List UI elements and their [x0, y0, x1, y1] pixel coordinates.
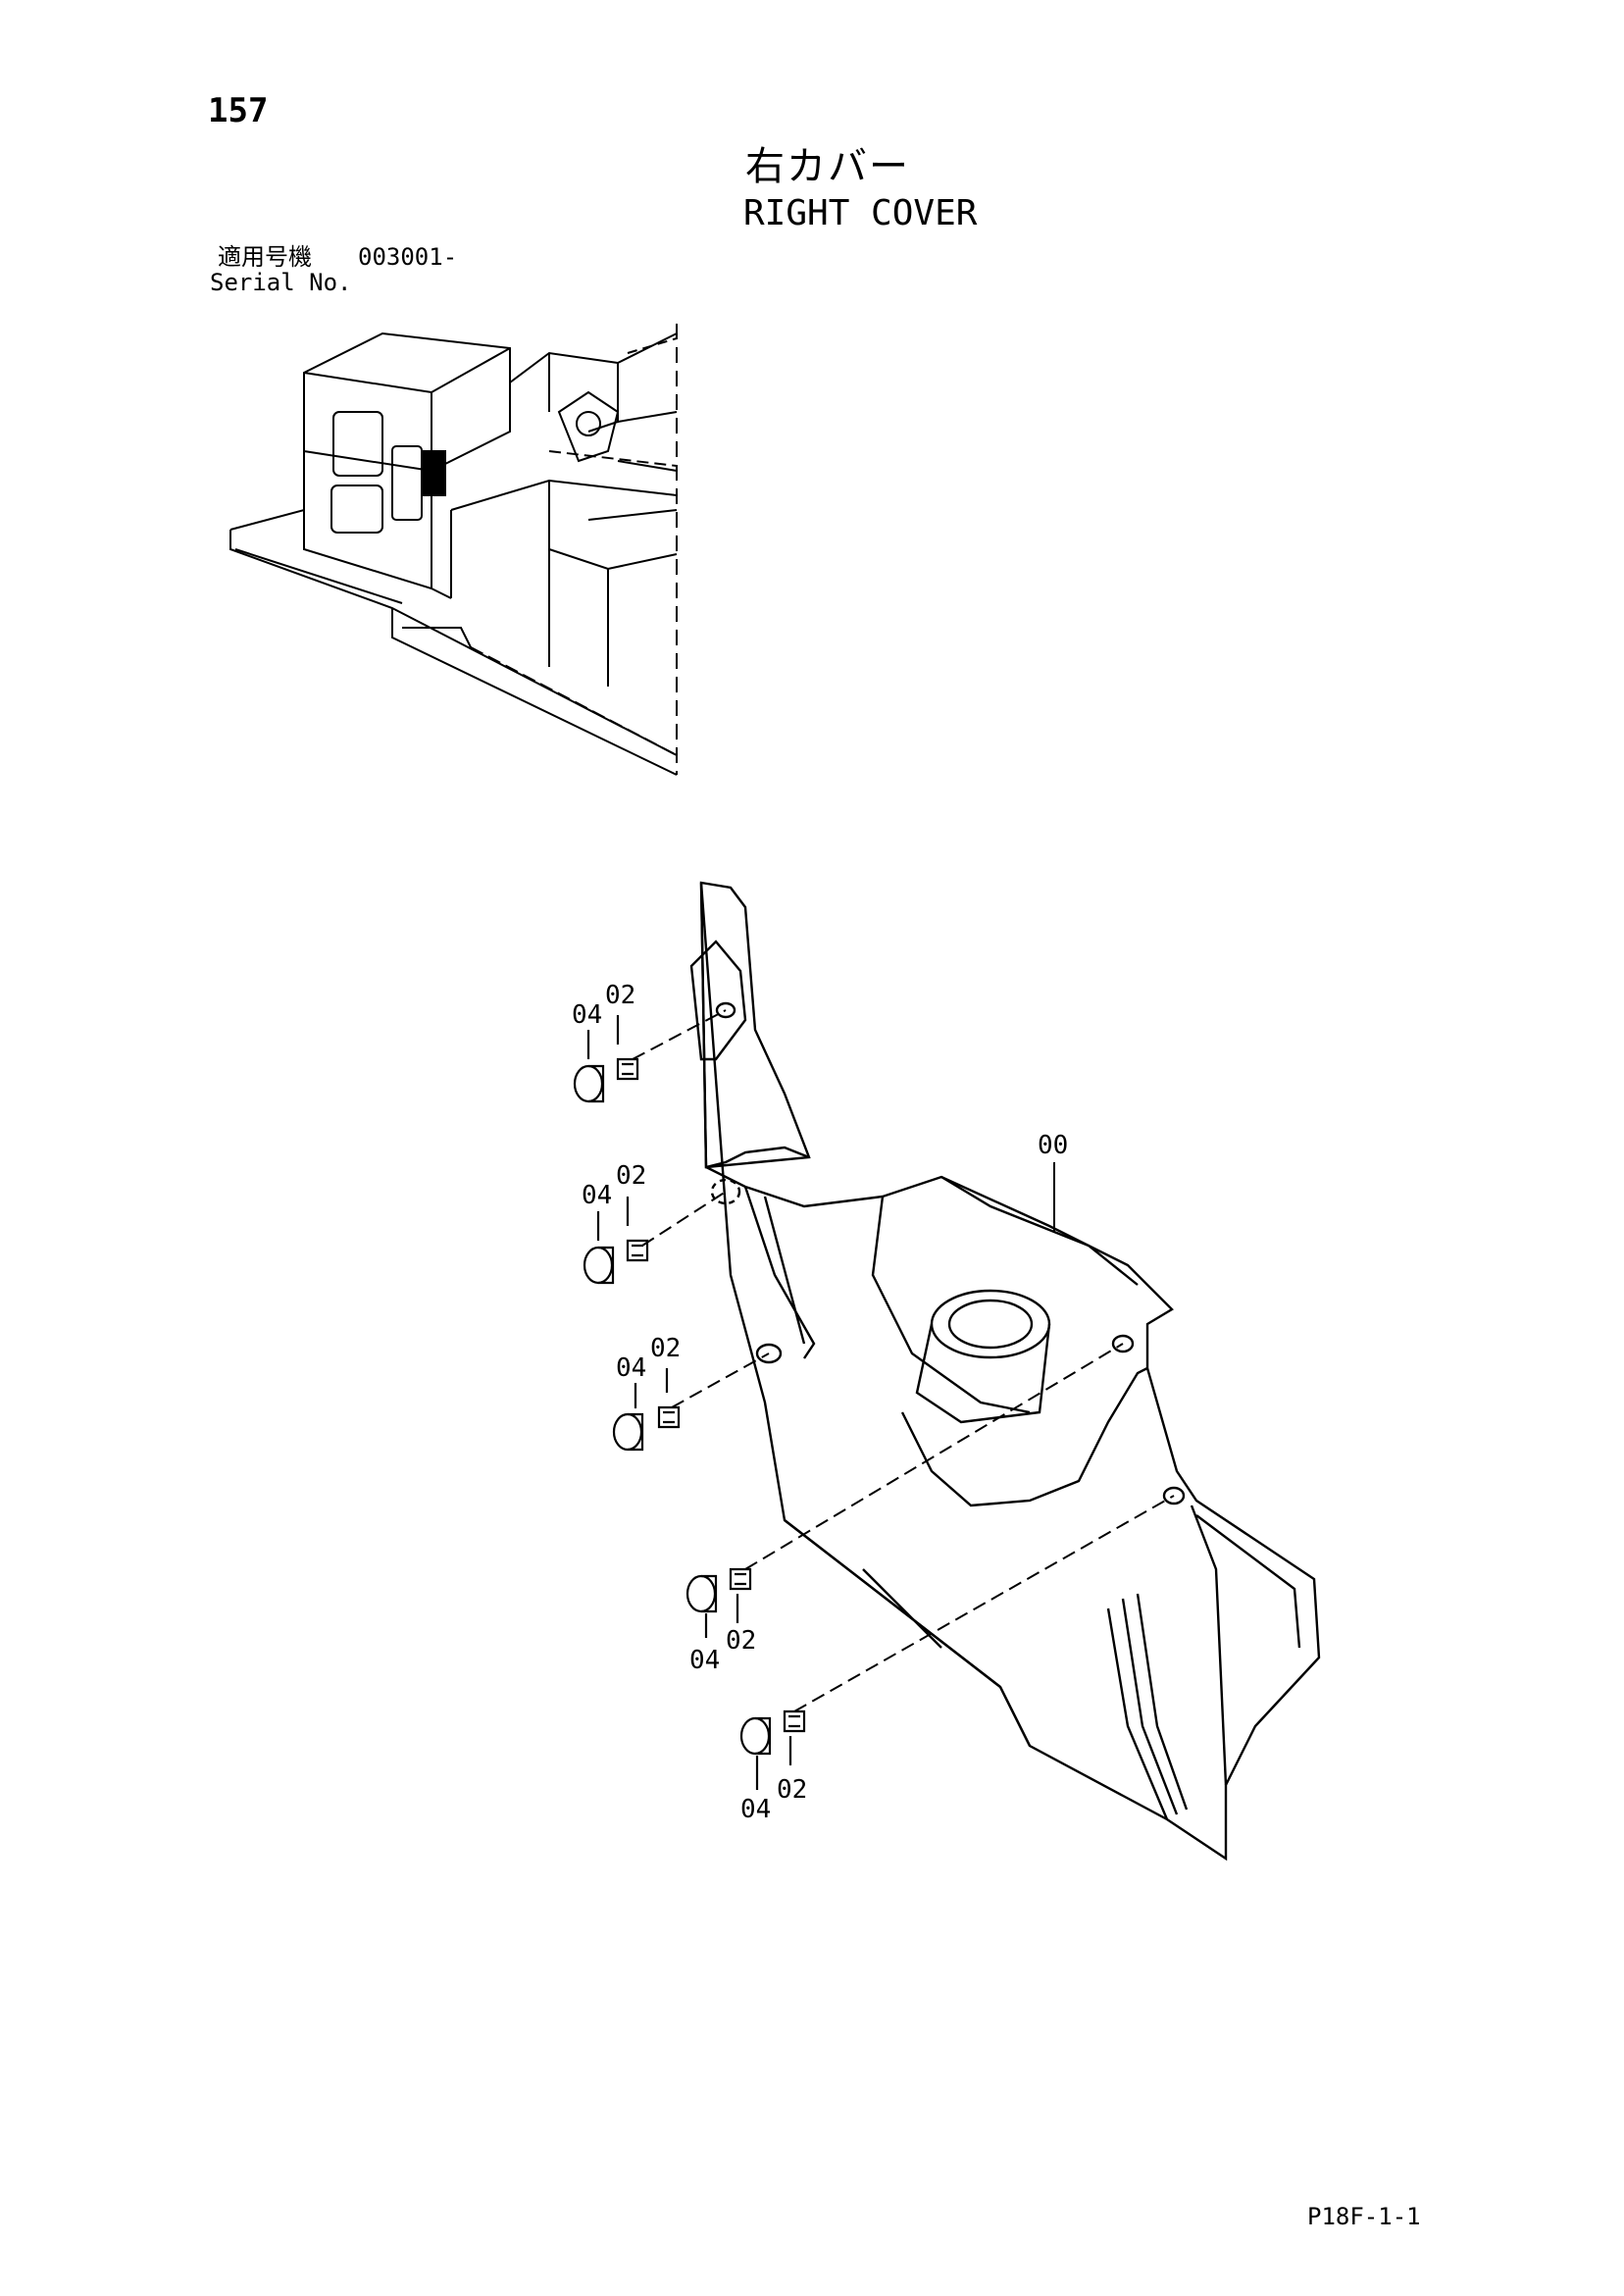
- serial-value: 003001-: [358, 243, 458, 271]
- page-code: P18F-1-1: [1307, 2203, 1421, 2230]
- title-english: RIGHT COVER: [743, 193, 978, 233]
- callout-00: 00: [1038, 1131, 1069, 1160]
- title-japanese: 右カバー: [745, 144, 910, 189]
- callout-02-e: 02: [777, 1775, 808, 1805]
- callout-02-c: 02: [650, 1334, 682, 1363]
- callout-02-b: 02: [616, 1161, 647, 1191]
- callout-04-b: 04: [582, 1181, 613, 1210]
- callout-04-d: 04: [689, 1646, 721, 1675]
- serial-label-japanese: 適用号機: [218, 243, 312, 271]
- callout-04-e: 04: [740, 1795, 772, 1824]
- page-number: 157: [208, 91, 269, 130]
- callout-02-d: 02: [726, 1626, 757, 1656]
- callout-04-c: 04: [616, 1353, 647, 1383]
- cover-upper-panel: [699, 881, 811, 1169]
- serial-label-english: Serial No.: [210, 269, 352, 296]
- callout-02-a: 02: [605, 981, 636, 1010]
- callout-04-a: 04: [572, 1000, 603, 1030]
